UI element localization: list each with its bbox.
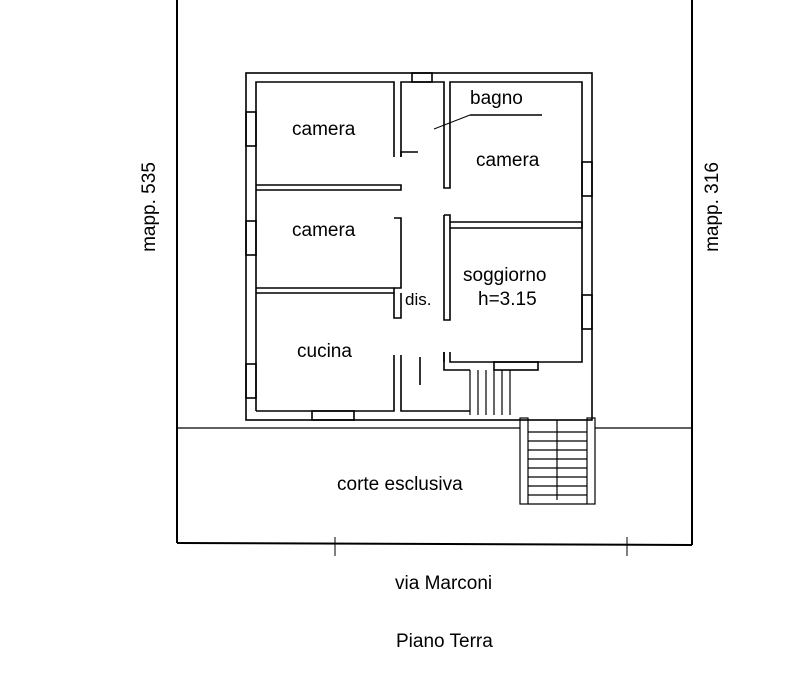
room-label-soggiorno: soggiorno xyxy=(463,265,547,286)
right-parcel-label: mapp. 316 xyxy=(702,162,723,252)
left-parcel-label: mapp. 535 xyxy=(139,162,160,252)
room-height-label: h=3.15 xyxy=(478,289,537,310)
plan-title: Piano Terra xyxy=(396,631,493,652)
interior-walls xyxy=(256,114,583,385)
room-label-dis: dis. xyxy=(405,290,432,309)
room-label-bagno: bagno xyxy=(470,88,523,109)
room-label-camera: camera xyxy=(476,150,540,171)
room-label-cucina: cucina xyxy=(297,341,352,362)
street-label: via Marconi xyxy=(395,573,493,594)
stairs xyxy=(469,370,596,505)
room-label-camera: camera xyxy=(292,220,356,241)
lot-boundary xyxy=(176,0,693,556)
room-label-camera: camera xyxy=(292,119,356,140)
area-label-corte: corte esclusiva xyxy=(337,474,463,495)
